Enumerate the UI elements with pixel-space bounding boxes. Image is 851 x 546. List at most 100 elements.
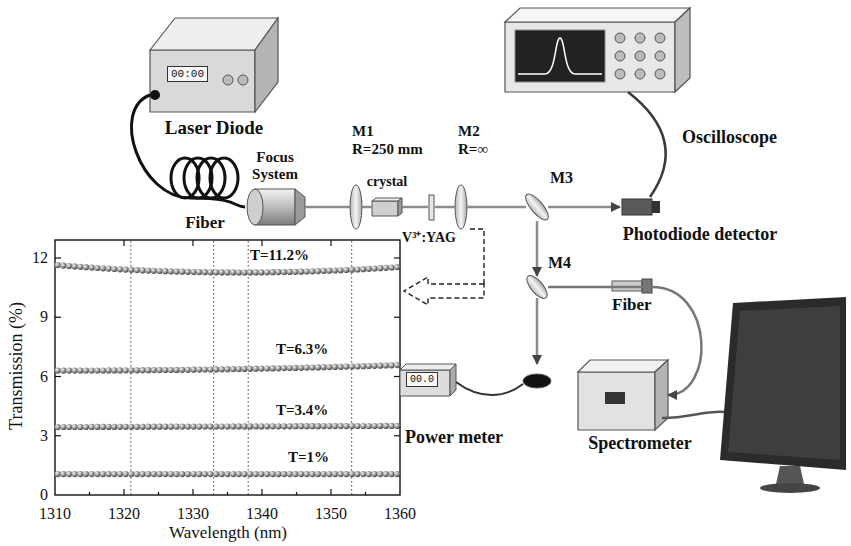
curve-label: T=6.3% [276,341,328,358]
data-marker [151,367,157,373]
data-marker [326,364,332,370]
mirror-m2: M2R=∞ [455,185,467,229]
data-marker [389,423,395,429]
data-marker [366,363,372,369]
data-marker [219,269,225,275]
optical-fiber [131,95,245,207]
axis-tick [394,376,400,377]
focus-system: Focus System [245,186,305,228]
focus-lens [247,189,263,225]
data-marker [162,471,168,477]
data-marker [128,471,134,477]
data-marker [315,364,321,370]
data-marker [287,269,293,275]
data-marker [100,424,106,430]
data-marker [264,365,270,371]
data-marker [77,367,83,373]
data-marker [157,367,163,373]
data-marker [202,423,208,429]
axis-tick [394,257,400,258]
oscilloscope-box [505,8,690,22]
data-marker [287,365,293,371]
oscilloscope-box [615,33,625,43]
axis-tick [261,489,262,495]
data-marker [241,269,247,275]
data-marker [377,363,383,369]
data-marker [145,471,151,477]
axis-tick [123,489,124,495]
laser-diode: 00:00Laser Diode [150,18,278,112]
data-marker [140,424,146,430]
focus-lens [247,189,305,225]
data-marker [258,366,264,372]
crystal [372,201,398,216]
power-meter-box [400,364,456,370]
axis-title: Transmission (%) [7,302,27,430]
data-marker [72,263,78,269]
oscilloscope-box [655,69,665,79]
data-marker [338,423,344,429]
device-label: Spectrometer [588,434,692,454]
data-marker [207,269,213,275]
data-marker [162,268,168,274]
axis-tick [192,489,193,495]
data-marker [321,471,327,477]
axis-tick [394,317,400,318]
data-marker [111,367,117,373]
data-marker [179,424,185,430]
data-marker [123,267,129,273]
data-marker [338,267,344,273]
data-marker [241,366,247,372]
data-marker [219,471,225,477]
data-marker [123,471,129,477]
saturable-absorber [429,195,434,220]
data-marker [66,368,72,374]
tick-label: 12 [32,249,48,267]
tick-label: 0 [40,486,48,504]
tick-label: 1320 [108,505,140,523]
display-readout: 00.0 [406,372,438,387]
data-marker [349,267,355,273]
oscilloscope-box [635,33,645,43]
data-marker [89,424,95,430]
data-marker [281,471,287,477]
data-marker [349,423,355,429]
focus-lens [295,189,305,225]
data-marker [213,471,219,477]
data-marker [168,471,174,477]
curve-label: T=1% [288,449,329,466]
laser-diode-box [150,50,255,112]
device-label: crystal [367,174,407,189]
data-marker [247,423,253,429]
data-marker [134,424,140,430]
power-meter-box [456,382,523,395]
data-marker [106,471,112,477]
data-marker [168,268,174,274]
oscilloscope-box [675,8,690,92]
mirror-m1: M1R=250 mm [350,185,362,229]
data-marker [111,424,117,430]
data-marker [179,367,185,373]
data-marker [89,367,95,373]
data-marker [123,424,129,430]
oscilloscope-box [635,69,645,79]
data-marker [377,423,383,429]
data-marker [332,267,338,273]
data-marker [304,471,310,477]
data-marker [55,424,61,430]
data-marker [321,423,327,429]
data-marker [117,471,123,477]
data-marker [140,267,146,273]
axis-title: Wavelength (nm) [169,524,287,543]
computer-monitor [760,483,820,493]
radius-label: R=∞ [458,141,488,158]
data-marker [106,266,112,272]
data-marker [236,269,242,275]
data-marker [157,268,163,274]
laser-beam [536,298,539,364]
laser-diode-box [150,18,278,112]
data-marker [72,368,78,374]
data-marker [343,364,349,370]
data-marker [332,423,338,429]
